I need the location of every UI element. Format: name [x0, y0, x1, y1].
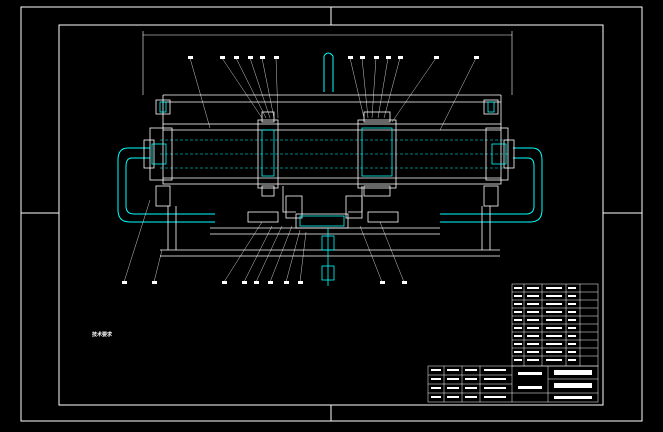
piston-detail [261, 127, 393, 177]
lower-valve-detail [299, 215, 345, 286]
balloon-marks [122, 56, 479, 284]
left-end-cap [143, 99, 177, 250]
leader-lines [123, 57, 477, 283]
piston-right [357, 111, 397, 197]
left-end-cap-detail [151, 101, 167, 165]
right-end-cap [481, 99, 515, 250]
centerlines [160, 139, 510, 169]
technical-notes-heading: 技术要求 [92, 332, 113, 338]
parts-list-text [514, 287, 576, 361]
title-block-text [431, 369, 592, 399]
title-block [427, 365, 599, 403]
lower-manifold [160, 186, 500, 257]
overall-dimension [142, 31, 513, 95]
return-tubes [117, 147, 543, 223]
top-inlet-pipe [323, 52, 334, 92]
right-end-cap-detail [487, 101, 507, 165]
technical-notes: 技术要求 [92, 330, 422, 342]
cylinder-barrel [162, 94, 502, 185]
